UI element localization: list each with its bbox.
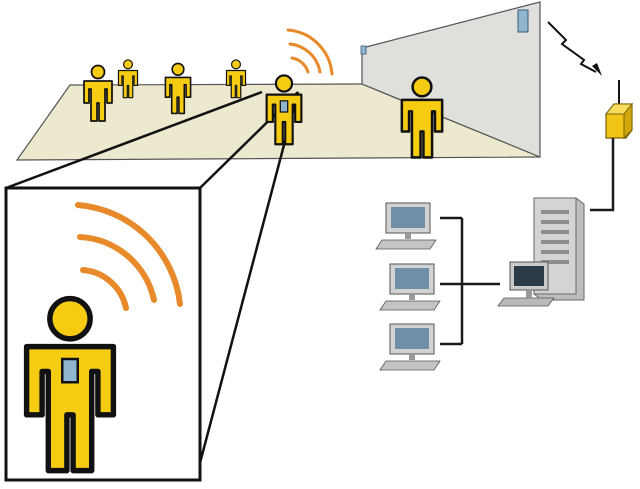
person-icon-highlighted <box>265 74 303 146</box>
zoom-inset-box <box>4 186 202 482</box>
wifi-signal-icon <box>75 202 183 311</box>
wifi-signal-icon-floor <box>286 28 334 76</box>
computer-icon <box>375 202 437 250</box>
person-icon-zoomed <box>27 299 114 471</box>
access-point-icon <box>604 80 634 140</box>
lightning-link-icon <box>547 21 602 76</box>
back-wall <box>361 1 541 158</box>
wall-reader-icon <box>517 9 529 33</box>
badge-icon <box>61 357 79 384</box>
people-on-floor <box>83 59 444 159</box>
server-console-icon <box>497 261 555 307</box>
computer-icon <box>379 263 441 311</box>
ap-to-server-line <box>590 138 615 212</box>
network-lines <box>440 216 500 346</box>
workstation-list <box>375 202 441 371</box>
wall-small-reader-icon <box>360 45 367 55</box>
badge-icon <box>279 100 289 113</box>
computer-icon <box>379 323 441 371</box>
